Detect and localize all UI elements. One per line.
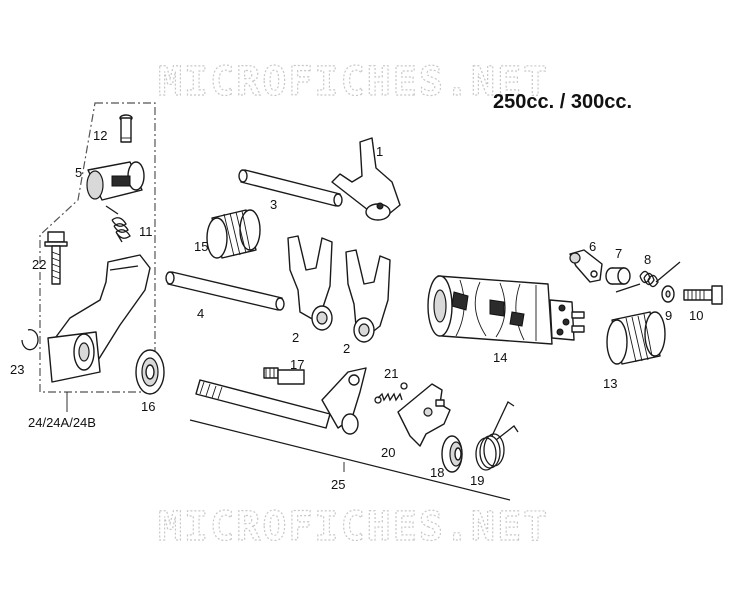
part-7-collar (605, 267, 631, 285)
label-8: 8 (644, 252, 651, 267)
part-19-return-spring (475, 401, 519, 471)
part-5-sleeve (86, 161, 145, 201)
part-12-pin (119, 114, 133, 143)
label-17: 17 (290, 357, 304, 372)
label-9: 9 (665, 308, 672, 323)
label-5: 5 (75, 165, 82, 180)
part-15-needle-bearing (206, 209, 261, 259)
label-6: 6 (589, 239, 596, 254)
label-16: 16 (141, 399, 155, 414)
part-9-washer (661, 285, 675, 303)
part-10-bolt (683, 285, 723, 305)
watermark-bottom: MICROFICHES.NET (158, 504, 549, 550)
label-11: 11 (139, 224, 153, 239)
part-2-fork-right (345, 249, 391, 343)
part-6-plate (569, 249, 603, 283)
part-20-ratchet-plate (397, 383, 451, 447)
part-4-shaft (165, 271, 285, 311)
label-4: 4 (197, 306, 204, 321)
label-3: 3 (270, 197, 277, 212)
group-outline-24 (39, 102, 156, 393)
label-15: 15 (194, 239, 208, 254)
label-1: 1 (376, 144, 383, 159)
label-2-right: 2 (343, 341, 350, 356)
part-23-circlip (21, 329, 39, 351)
label-13: 13 (603, 376, 617, 391)
label-23: 23 (10, 362, 24, 377)
part-17-stud (263, 367, 305, 385)
label-20: 20 (381, 445, 395, 460)
part-18-washer (441, 435, 463, 473)
part-14-shift-drum (427, 275, 585, 345)
part-2-fork-left (287, 235, 333, 331)
label-21: 21 (384, 366, 398, 381)
watermark-top: MICROFICHES.NET (158, 59, 549, 105)
part-8-spring (615, 261, 681, 293)
label-24-group: 24/24A/24B (28, 415, 96, 430)
part-1-fork (331, 137, 401, 221)
part-25-shift-shaft (189, 367, 511, 501)
part-21-spring (374, 382, 408, 404)
part-3-shaft (238, 169, 343, 207)
label-12: 12 (93, 128, 107, 143)
part-11-spring (105, 205, 131, 243)
label-22: 22 (32, 257, 46, 272)
label-25: 25 (331, 477, 345, 492)
label-14: 14 (493, 350, 507, 365)
part-13-needle-bearing (606, 311, 666, 365)
label-10: 10 (689, 308, 703, 323)
label-7: 7 (615, 246, 622, 261)
label-18: 18 (430, 465, 444, 480)
label-2-left: 2 (292, 330, 299, 345)
part-22-bolt (44, 231, 68, 285)
label-19: 19 (470, 473, 484, 488)
part-24-shift-arm (47, 254, 151, 383)
part-16-oil-seal (135, 349, 165, 395)
engine-size-heading: 250cc. / 300cc. (493, 91, 632, 113)
